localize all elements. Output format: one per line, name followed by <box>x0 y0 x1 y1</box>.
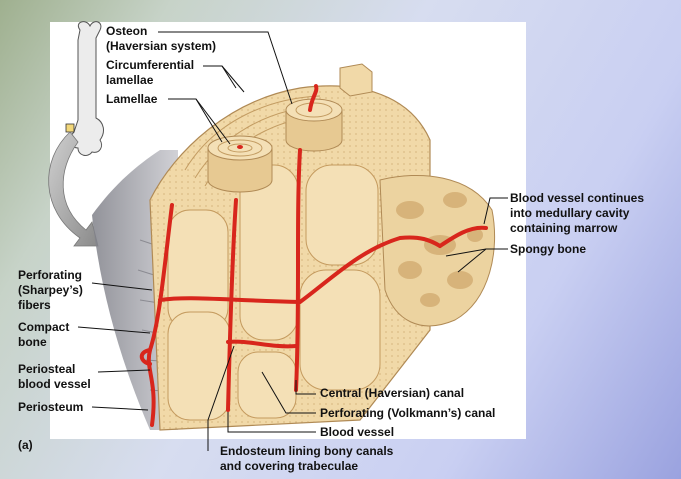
label-perforating-canal: Perforating (Volkmann’s) canal <box>320 406 496 420</box>
label-perforating-fibers: Perforating(Sharpey’s)fibers <box>18 268 83 312</box>
osteon-cylinder <box>207 135 273 193</box>
label-spongy-bone: Spongy bone <box>510 242 586 256</box>
leader-lines <box>77 31 508 451</box>
label-blood-vessel: Blood vessel <box>320 425 395 439</box>
osteon-cube <box>339 63 373 97</box>
label-osteon: Osteon(Haversian system) <box>106 24 217 53</box>
blood-vessels <box>139 84 488 427</box>
label-periosteum: Periosteum <box>18 400 84 414</box>
label-central-canal: Central (Haversian) canal <box>320 386 465 400</box>
osteon-cylinder-2 <box>285 98 343 152</box>
long-bone-icon <box>65 21 104 156</box>
panel-letter: (a) <box>18 438 33 452</box>
label-lamellae: Lamellae <box>106 92 158 106</box>
